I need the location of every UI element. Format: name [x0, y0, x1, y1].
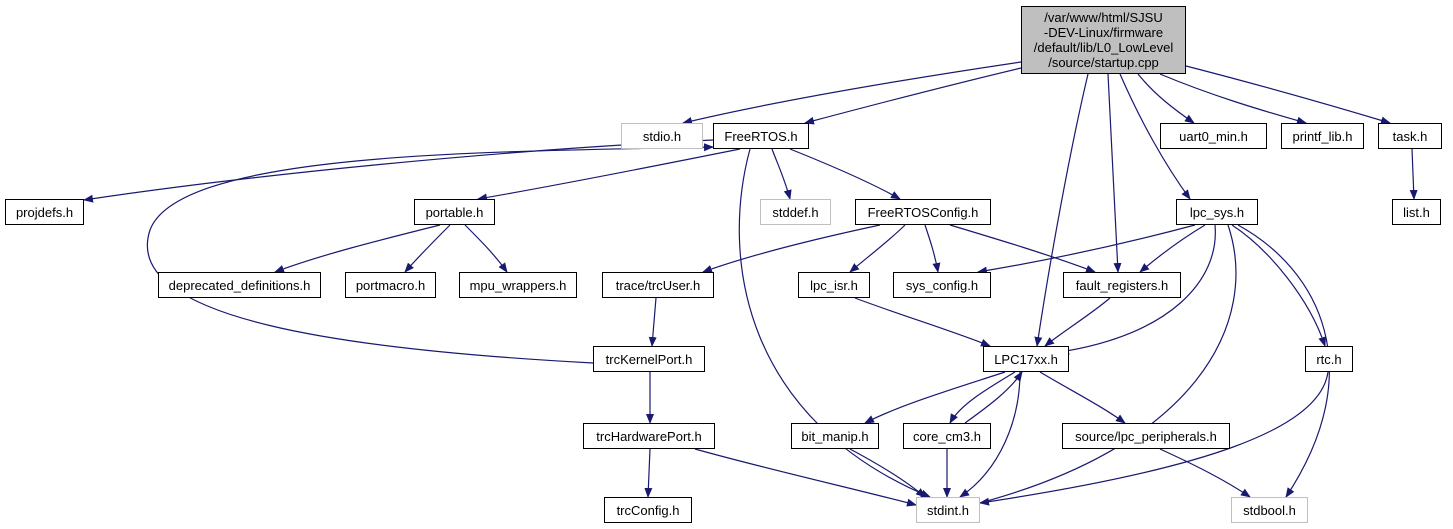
node-mpu-wrappers-h[interactable]: mpu_wrappers.h — [459, 272, 577, 298]
node-lpc17xx-h[interactable]: LPC17xx.h — [983, 346, 1069, 372]
include-edge — [404, 224, 451, 273]
node-rtc-h[interactable]: rtc.h — [1305, 346, 1353, 372]
node-stddef-h[interactable]: stddef.h — [760, 199, 831, 225]
include-edge — [949, 371, 1016, 424]
include-edge — [959, 224, 1237, 510]
node-printf-lib-h[interactable]: printf_lib.h — [1281, 123, 1364, 149]
node-list-h[interactable]: list.h — [1392, 199, 1441, 225]
include-edge — [949, 224, 1096, 273]
include-edge — [682, 61, 1022, 125]
include-edge — [1107, 73, 1122, 273]
include-edge — [1139, 224, 1206, 273]
node-freertosconfig-h[interactable]: FreeRTOSConfig.h — [855, 199, 991, 225]
root-label-line: /default/lib/L0_LowLevel — [1033, 40, 1174, 55]
include-edge — [804, 67, 1022, 125]
include-edge — [694, 448, 917, 507]
include-edge — [146, 143, 714, 364]
node-lpc-peripherals-h[interactable]: source/lpc_peripherals.h — [1062, 423, 1230, 449]
include-edge — [964, 371, 1023, 424]
include-edge — [1119, 73, 1191, 200]
include-edge — [738, 148, 931, 498]
node-uart0-min-h[interactable]: uart0_min.h — [1160, 123, 1267, 149]
node-core-cm3-h[interactable]: core_cm3.h — [903, 423, 991, 449]
include-edge — [864, 371, 1006, 424]
node-sys-config-h[interactable]: sys_config.h — [893, 272, 991, 298]
root-label: /var/www/html/SJSU -DEV-Linux/firmware /… — [1034, 10, 1174, 70]
include-edge — [1159, 448, 1251, 498]
node-startup-cpp[interactable]: /var/www/html/SJSU -DEV-Linux/firmware /… — [1021, 6, 1186, 74]
node-lpc-sys-h[interactable]: lpc_sys.h — [1176, 199, 1258, 225]
node-trchardwareport-h[interactable]: trcHardwarePort.h — [583, 423, 715, 449]
node-stdio-h[interactable]: stdio.h — [621, 123, 703, 149]
include-edge — [977, 224, 1196, 275]
root-label-line: /source/startup.cpp — [1048, 55, 1159, 70]
include-edge — [1137, 73, 1195, 124]
include-edge — [979, 371, 1329, 506]
node-task-h[interactable]: task.h — [1378, 123, 1442, 149]
include-edge — [702, 224, 881, 273]
include-edge — [83, 139, 714, 203]
include-edge — [1185, 65, 1391, 125]
include-edge — [477, 148, 741, 202]
include-edge — [1044, 297, 1111, 347]
include-edge — [1409, 148, 1418, 200]
include-edge — [1159, 73, 1307, 125]
node-trcconfig-h[interactable]: trcConfig.h — [604, 497, 692, 523]
node-stdbool-h[interactable]: stdbool.h — [1231, 497, 1308, 523]
include-edge — [1059, 224, 1216, 355]
node-portable-h[interactable]: portable.h — [414, 199, 495, 225]
include-edge — [789, 148, 901, 200]
node-fault-registers-h[interactable]: fault_registers.h — [1063, 272, 1181, 298]
node-trckernelport-h[interactable]: trcKernelPort.h — [593, 346, 705, 372]
include-edge — [849, 224, 906, 273]
include-edge — [1039, 371, 1126, 424]
node-trcuser-h[interactable]: trace/trcUser.h — [602, 272, 714, 298]
include-edge — [1237, 224, 1330, 498]
node-stdint-h[interactable]: stdint.h — [916, 497, 980, 523]
include-edge — [771, 148, 792, 200]
include-edge — [464, 224, 508, 273]
node-bit-manip-h[interactable]: bit_manip.h — [791, 423, 879, 449]
node-projdefs-h[interactable]: projdefs.h — [5, 199, 84, 225]
include-edge — [1034, 73, 1089, 347]
include-edge — [644, 448, 653, 498]
node-portmacro-h[interactable]: portmacro.h — [345, 272, 436, 298]
include-edge — [1231, 224, 1327, 347]
node-lpc-isr-h[interactable]: lpc_isr.h — [798, 272, 870, 298]
include-edge — [849, 448, 926, 498]
include-edge — [648, 297, 657, 347]
root-label-line: /var/www/html/SJSU — [1044, 10, 1163, 25]
include-edge — [854, 297, 991, 347]
include-edge — [959, 371, 1021, 498]
include-edge — [924, 224, 941, 273]
root-label-line: -DEV-Linux/firmware — [1043, 25, 1164, 40]
include-edge — [274, 224, 441, 273]
node-freertos-h[interactable]: FreeRTOS.h — [713, 123, 809, 149]
node-deprecated-definitions-h[interactable]: deprecated_definitions.h — [158, 272, 321, 298]
